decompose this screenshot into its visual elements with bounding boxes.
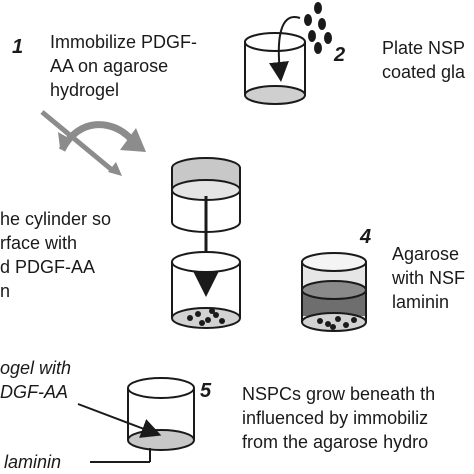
step-1-line-2: AA on agarose: [50, 56, 169, 76]
step-4-number: 4: [360, 226, 372, 248]
step-3-line-4: n: [0, 281, 11, 301]
step-4-line-3: laminin: [392, 292, 450, 312]
step-5-line-2: influenced by immobiliz: [242, 408, 429, 428]
step-2-line-2: coated gla: [382, 62, 466, 82]
step-3-line-3: d PDGF-AA: [0, 257, 96, 277]
cylinder-growth: [127, 377, 195, 451]
flip-arrows: [40, 110, 146, 176]
cylinder-combined: [301, 252, 367, 332]
step-3-line-2: rface with: [0, 233, 78, 253]
step-1-line-3: hydrogel: [50, 80, 120, 100]
step-2-number: 2: [334, 44, 346, 66]
hydrogel-pointer: [77, 403, 162, 438]
step-4-line-2: with NSF: [392, 268, 466, 288]
cell-droplets: [304, 2, 332, 54]
plating-arrow: [269, 16, 301, 82]
step-5-line-3: from the agarose hydro: [242, 432, 429, 452]
cylinder-cells: [171, 251, 241, 329]
step-3-line-1: he cylinder so: [0, 209, 112, 229]
step-4-line-1: Agarose: [392, 244, 460, 264]
cylinder-agarose-inverted: [171, 157, 241, 233]
step-5-line-1: NSPCs grow beneath th: [242, 384, 436, 404]
step-5-number: 5: [200, 380, 212, 402]
step-1-line-1: Immobilize PDGF-: [50, 32, 198, 52]
step-2-line-1: Plate NSP: [382, 38, 466, 58]
hydrogel-label-line-1: ogel with: [0, 358, 72, 378]
hydrogel-label-line-2: DGF-AA: [0, 382, 69, 402]
step-1-number: 1: [12, 36, 24, 58]
cylinder-plating: [244, 16, 306, 105]
laminin-label: laminin: [4, 452, 62, 472]
